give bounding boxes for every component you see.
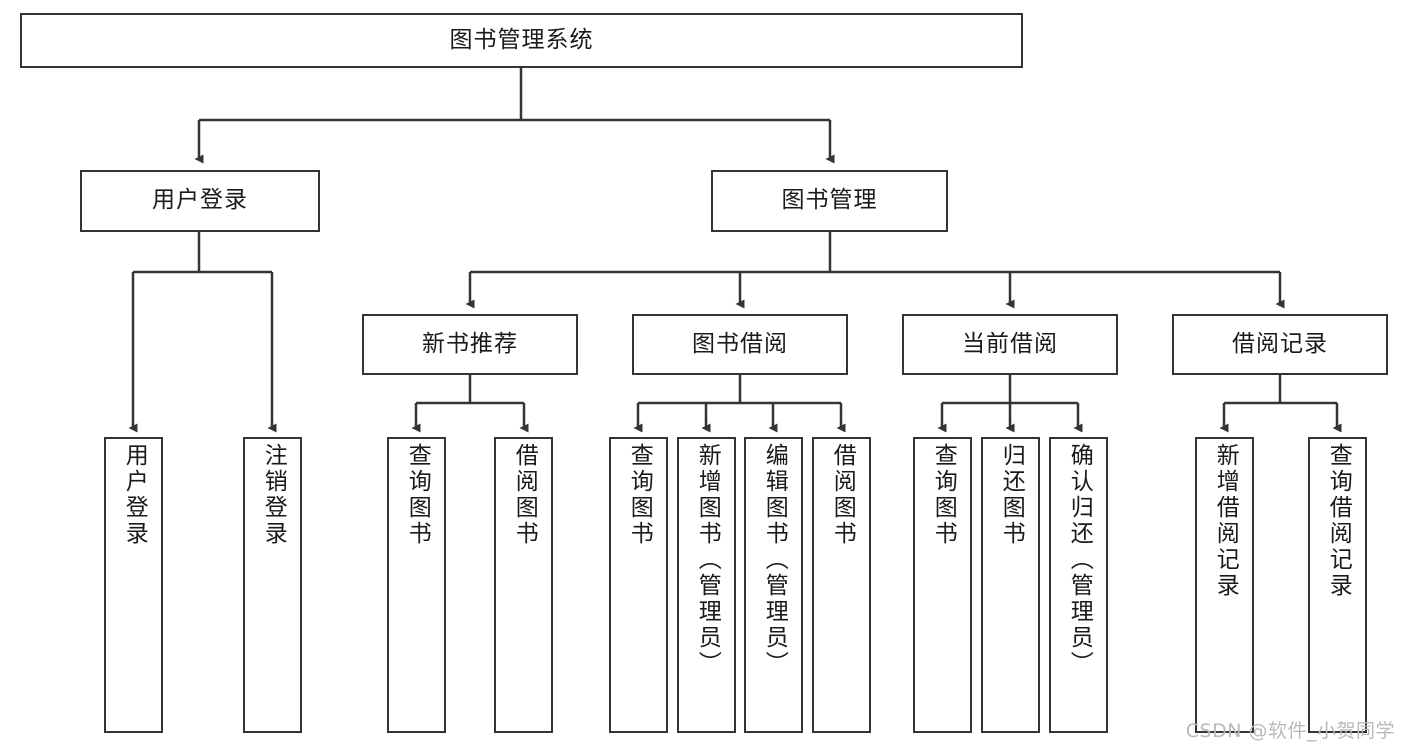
watermark: CSDN @软件_小贺同学 [1185,720,1395,742]
node-borrow-record-label: 借阅记录 [1232,330,1328,357]
node-leaf-logout-label: 注销登录 [260,443,287,547]
node-leaf-add-book[interactable]: 新增图书（管理员） [677,437,736,733]
node-leaf-query-record[interactable]: 查询借阅记录 [1308,437,1367,733]
node-leaf-edit-book[interactable]: 编辑图书（管理员） [744,437,803,733]
node-new-book-rec[interactable]: 新书推荐 [362,314,578,375]
node-leaf-add-book-label: 新增图书（管理员） [694,443,721,677]
node-current-borrow-label: 当前借阅 [962,330,1058,357]
node-user-login-label: 用户登录 [152,187,248,214]
node-book-manage-label: 图书管理 [781,187,878,214]
node-book-borrow[interactable]: 图书借阅 [632,314,848,375]
node-leaf-confirm-return[interactable]: 确认归还（管理员） [1049,437,1108,733]
node-leaf-add-record[interactable]: 新增借阅记录 [1195,437,1254,733]
node-leaf-borrow-book-2-label: 借阅图书 [829,443,856,547]
node-leaf-query-record-label: 查询借阅记录 [1325,443,1352,599]
node-book-borrow-label: 图书借阅 [692,330,788,357]
node-leaf-query-book-1[interactable]: 查询图书 [387,437,446,733]
node-leaf-query-book-2[interactable]: 查询图书 [609,437,668,733]
node-leaf-return-book-label: 归还图书 [998,443,1025,547]
node-leaf-logout[interactable]: 注销登录 [243,437,302,733]
node-leaf-return-book[interactable]: 归还图书 [981,437,1040,733]
node-leaf-borrow-book-1[interactable]: 借阅图书 [494,437,553,733]
node-leaf-query-book-3-label: 查询图书 [930,443,957,547]
node-current-borrow[interactable]: 当前借阅 [902,314,1118,375]
node-leaf-query-book-3[interactable]: 查询图书 [913,437,972,733]
node-leaf-edit-book-label: 编辑图书（管理员） [761,443,788,677]
node-leaf-borrow-book-1-label: 借阅图书 [511,443,538,547]
node-leaf-borrow-book-2[interactable]: 借阅图书 [812,437,871,733]
node-leaf-user-login[interactable]: 用户登录 [104,437,163,733]
node-leaf-query-book-2-label: 查询图书 [626,443,653,547]
node-leaf-user-login-label: 用户登录 [121,443,148,547]
node-borrow-record[interactable]: 借阅记录 [1172,314,1388,375]
node-leaf-confirm-return-label: 确认归还（管理员） [1066,443,1093,677]
node-root-label: 图书管理系统 [449,26,594,53]
node-user-login[interactable]: 用户登录 [80,170,320,232]
node-root[interactable]: 图书管理系统 [20,13,1023,68]
node-leaf-query-book-1-label: 查询图书 [404,443,431,547]
node-leaf-add-record-label: 新增借阅记录 [1212,443,1239,599]
node-new-book-rec-label: 新书推荐 [422,330,518,357]
node-book-manage[interactable]: 图书管理 [711,170,948,232]
